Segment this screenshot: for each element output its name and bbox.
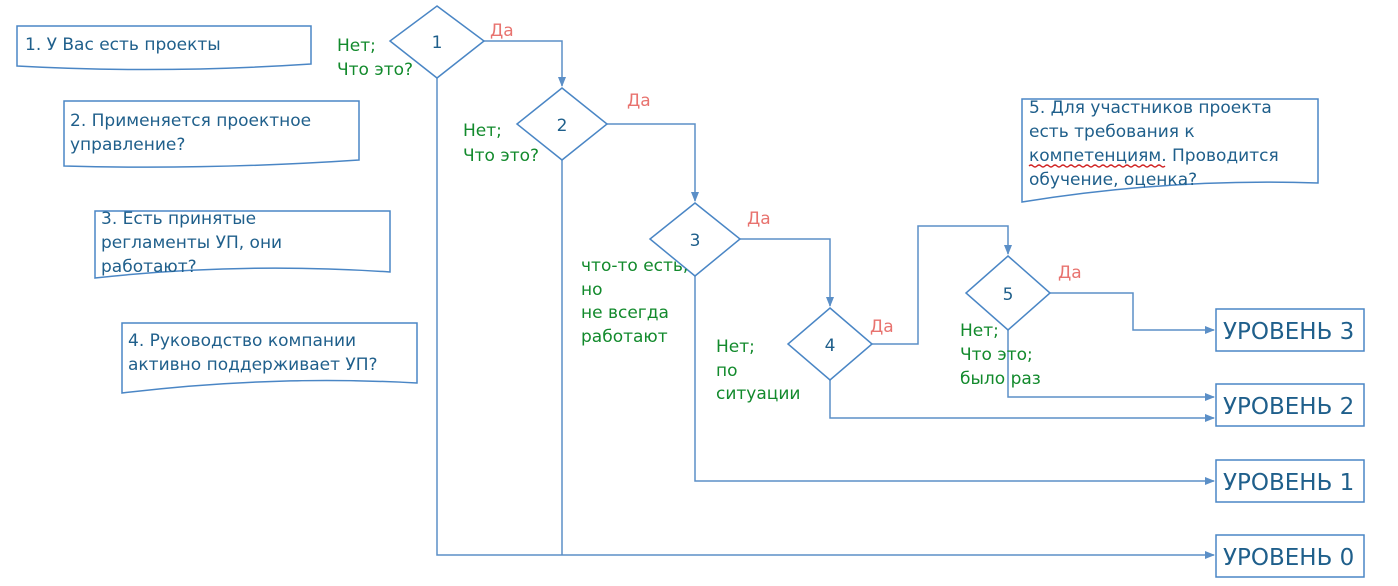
question-2-line-2: управление?	[70, 135, 185, 155]
decision-node-1: 1	[388, 5, 486, 79]
question-4-line-2: активно поддерживает УП?	[128, 355, 378, 375]
edge-4-no	[829, 380, 1215, 422]
no-label-5-line-3: было раз	[960, 369, 1041, 389]
level-0-label: УРОВЕНЬ 0	[1223, 545, 1354, 571]
level-3-label: УРОВЕНЬ 3	[1223, 319, 1354, 345]
yes-label-3: Да	[747, 209, 771, 229]
question-5-line-2: есть требования к	[1029, 122, 1195, 142]
question-5-line-1: 5. Для участников проекта	[1029, 98, 1272, 118]
edge-5-no	[1007, 330, 1215, 401]
decision-node-2: 2	[515, 87, 609, 161]
yes-label-4: Да	[870, 317, 894, 337]
question-box-5: 5. Для участников проекта есть требовани…	[1021, 98, 1319, 203]
question-5-line-4: обучение, оценка?	[1029, 170, 1197, 190]
no-label-3-line-3: не всегда	[581, 303, 669, 323]
no-label-1-line-2: Что это?	[337, 60, 413, 80]
decision-node-5: 5	[964, 255, 1052, 331]
no-label-2-line-1: Нет;	[463, 121, 502, 141]
question-5-line-3: компетенциям. Проводится	[1029, 146, 1279, 166]
yes-label-1: Да	[490, 21, 514, 41]
question-box-3: 3. Есть принятые регламенты УП, они рабо…	[94, 209, 391, 279]
edge-3-yes	[740, 238, 834, 307]
no-label-3-line-2: но	[581, 280, 603, 300]
node-1-label: 1	[432, 33, 443, 53]
no-label-4-line-3: ситуации	[716, 384, 800, 404]
decision-node-3: 3	[648, 202, 742, 277]
question-3-line-2: регламенты УП, они	[101, 233, 282, 253]
no-label-5-line-2: Что это;	[960, 345, 1033, 365]
level-box-1: УРОВЕНЬ 1	[1215, 459, 1365, 503]
edge-3-no	[694, 276, 1215, 485]
no-label-3-line-1: что-то есть,	[581, 256, 688, 276]
edge-5-yes	[1050, 292, 1215, 334]
edge-4-yes	[872, 225, 1012, 345]
yes-label-2: Да	[627, 91, 651, 111]
no-label-5-line-1: Нет;	[960, 321, 999, 341]
no-label-4-line-1: Нет;	[716, 337, 755, 357]
question-1-line-1: 1. У Вас есть проекты	[25, 35, 221, 55]
question-box-2: 2. Применяется проектное управление?	[63, 100, 360, 168]
no-label-3-line-4: работают	[581, 327, 668, 347]
yes-label-5: Да	[1058, 263, 1082, 283]
level-box-0: УРОВЕНЬ 0	[1215, 534, 1365, 578]
edge-1-yes	[484, 40, 566, 87]
level-2-label: УРОВЕНЬ 2	[1223, 394, 1354, 420]
node-5-label: 5	[1003, 285, 1014, 305]
question-box-1: 1. У Вас есть проекты	[16, 25, 312, 71]
decision-node-4: 4	[786, 307, 874, 381]
no-label-2-line-2: Что это?	[463, 146, 539, 166]
spellcheck-underline	[1028, 164, 1166, 168]
question-3-line-1: 3. Есть принятые	[101, 209, 256, 229]
edge-2-yes	[607, 123, 699, 202]
node-3-label: 3	[690, 231, 701, 251]
node-2-label: 2	[557, 116, 568, 136]
question-3-line-3: работают?	[101, 257, 197, 277]
edge-1-no	[436, 78, 1215, 559]
node-4-label: 4	[825, 336, 836, 356]
question-box-4: 4. Руководство компании активно поддержи…	[121, 322, 418, 394]
level-box-2: УРОВЕНЬ 2	[1215, 383, 1365, 427]
level-1-label: УРОВЕНЬ 1	[1223, 470, 1354, 496]
no-label-4-line-2: по	[716, 361, 738, 381]
level-box-3: УРОВЕНЬ 3	[1215, 308, 1365, 352]
question-2-line-1: 2. Применяется проектное	[70, 111, 311, 131]
no-label-1-line-1: Нет;	[337, 36, 376, 56]
question-4-line-1: 4. Руководство компании	[128, 331, 356, 351]
